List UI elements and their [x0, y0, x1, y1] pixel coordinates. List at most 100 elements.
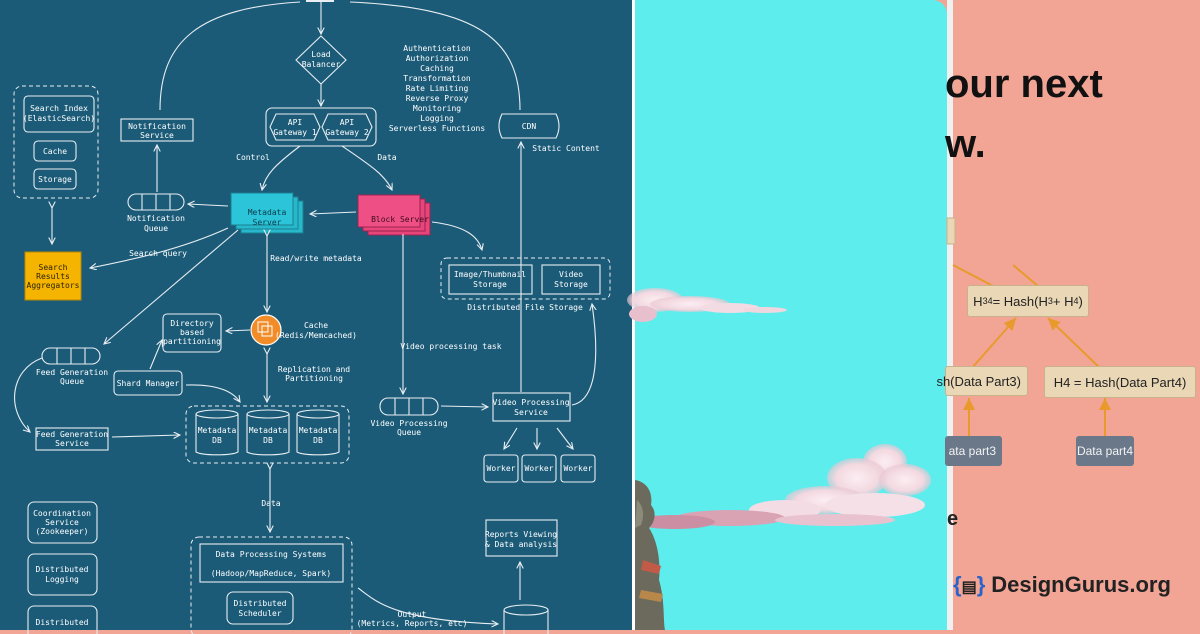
- search-results-label-3: Aggregators: [27, 281, 80, 290]
- search-query-label: Search query: [129, 249, 187, 258]
- cdn-label: CDN: [522, 122, 537, 131]
- static-content-label: Static Content: [532, 144, 600, 153]
- directory-label-1: Directory: [170, 319, 214, 328]
- coordination-service: [27, 501, 98, 544]
- directory-partitioning: [162, 313, 222, 353]
- metadata-db: Metadata DB: [296, 409, 340, 456]
- side-letter: e: [947, 508, 959, 530]
- cloud-upper: [627, 288, 787, 322]
- h34-text-b: = Hash(H: [992, 293, 1048, 309]
- system-design-diagram: Load Balancer Authentication Authorizati…: [0, 0, 632, 634]
- metadata-server-label-2: Server: [253, 218, 282, 227]
- video-processing-queue: [379, 397, 439, 416]
- data-processing-label-1: Data Processing Systems: [216, 550, 327, 559]
- feed-service-label-1: Feed Generation: [36, 430, 108, 439]
- load-balancer-label-2: Balancer: [302, 60, 341, 69]
- notification-service-label-2: Service: [140, 131, 174, 140]
- feed-generation-service: [35, 427, 109, 451]
- replication-label-2: Partitioning: [285, 374, 343, 383]
- distributed-file-storage: [440, 257, 611, 300]
- feed-generation-queue: [41, 347, 101, 365]
- feature-item: Transformation: [403, 74, 471, 83]
- image-storage-label-1: Image/Thumbnail: [454, 270, 526, 279]
- merkle-connectors: [952, 264, 1111, 437]
- api-gateway-2: API Gateway 2: [321, 113, 373, 141]
- reports-label-1: Reports Viewing: [485, 530, 557, 539]
- worker-label: Worker: [525, 464, 554, 473]
- cache-redis: [250, 314, 282, 346]
- video-task-label: Video processing task: [400, 342, 501, 351]
- video-processing-service: [492, 392, 571, 422]
- shard-manager: [113, 370, 183, 396]
- shard-manager-label: Shard Manager: [117, 379, 180, 388]
- api-gateway-1: API Gateway 1: [269, 113, 321, 141]
- scheduler-label-2: Scheduler: [238, 609, 282, 618]
- load-balancer: Load Balancer: [295, 35, 347, 85]
- feed-service-label-2: Service: [55, 439, 89, 448]
- feature-item: Serverless Functions: [389, 124, 486, 133]
- search-index: [23, 95, 95, 133]
- gateway1-label-1: API: [288, 118, 303, 127]
- video-storage-label-2: Storage: [554, 280, 588, 289]
- h34-sub4: 4: [1073, 296, 1079, 306]
- coordination-label-3: (Zookeeper): [36, 527, 89, 536]
- distributed-scheduler: [226, 591, 294, 625]
- video-storage-label-1: Video: [559, 270, 583, 279]
- gateway2-label-1: API: [340, 118, 355, 127]
- search-results-aggregators: Search Results Aggregators: [24, 251, 82, 301]
- reports-viewing: [485, 519, 558, 557]
- data-node-part3: ata part3: [945, 436, 1002, 466]
- coordination-label-1: Coordination: [33, 509, 91, 518]
- block-server-label: Block Server: [371, 215, 429, 224]
- feature-item: Caching: [420, 64, 454, 73]
- h34-text-c: + H: [1052, 293, 1074, 309]
- video-service-label-2: Service: [514, 408, 548, 417]
- sky-photo: [627, 0, 947, 630]
- feature-item: Monitoring: [413, 104, 461, 113]
- cut-node-edge: [946, 217, 956, 245]
- worker-box: [483, 454, 519, 483]
- directory-label-3: partitioning: [163, 337, 221, 346]
- data-processing-systems: [199, 543, 344, 583]
- api-gateway-group: [265, 107, 377, 147]
- video-queue-label-1: Video Processing: [370, 419, 447, 428]
- notification-queue-label-2: Queue: [144, 224, 168, 233]
- data-processing-label-2: (Hadoop/MapReduce, Spark): [211, 569, 331, 578]
- worker-label: Worker: [487, 464, 516, 473]
- notification-queue: [127, 193, 185, 211]
- search-index-label-1: Search Index: [30, 104, 88, 113]
- notification-queue-label-1: Notification: [127, 214, 185, 223]
- cache-box-label: Cache: [43, 147, 67, 156]
- client-icon: [306, 0, 334, 2]
- distributed-logging: [27, 553, 98, 596]
- db2-label-1: Metadata: [249, 426, 288, 435]
- distributed-file-storage-label: Distributed File Storage: [467, 303, 583, 312]
- h34-sub3: 3: [1047, 296, 1053, 306]
- read-write-label: Read/write metadata: [270, 254, 362, 263]
- metadata-server: Metadata Server: [230, 192, 304, 234]
- video-service-label-1: Video Processing: [492, 398, 569, 407]
- db1-label-1: Metadata: [198, 426, 237, 435]
- metadata-server-label-1: Metadata: [248, 208, 287, 217]
- metadata-db: Metadata DB: [195, 409, 239, 456]
- h34-text-a: H: [973, 293, 983, 309]
- reports-label-2: & Data analysis: [485, 540, 557, 549]
- worker-label: Worker: [564, 464, 593, 473]
- db3-label-1: Metadata: [299, 426, 338, 435]
- feed-queue-label-2: Queue: [60, 377, 84, 386]
- search-results-label-2: Results: [36, 272, 70, 281]
- feature-item: Authentication: [403, 44, 471, 53]
- data-label: Data: [377, 153, 396, 162]
- scheduler-label-1: Distributed: [234, 599, 287, 608]
- db3-label-2: DB: [313, 436, 323, 445]
- logging-label-2: Logging: [45, 575, 79, 584]
- feature-item: Rate Limiting: [406, 84, 469, 93]
- data-processing-group: [190, 536, 353, 634]
- designgurus-brand[interactable]: {▤}DesignGurus.org: [953, 572, 1171, 598]
- gateway2-label-2: Gateway 2: [325, 128, 369, 137]
- hash-node-h3: sh(Data Part3): [936, 366, 1028, 396]
- statue-figure: [635, 480, 665, 630]
- control-label: Control: [236, 153, 270, 162]
